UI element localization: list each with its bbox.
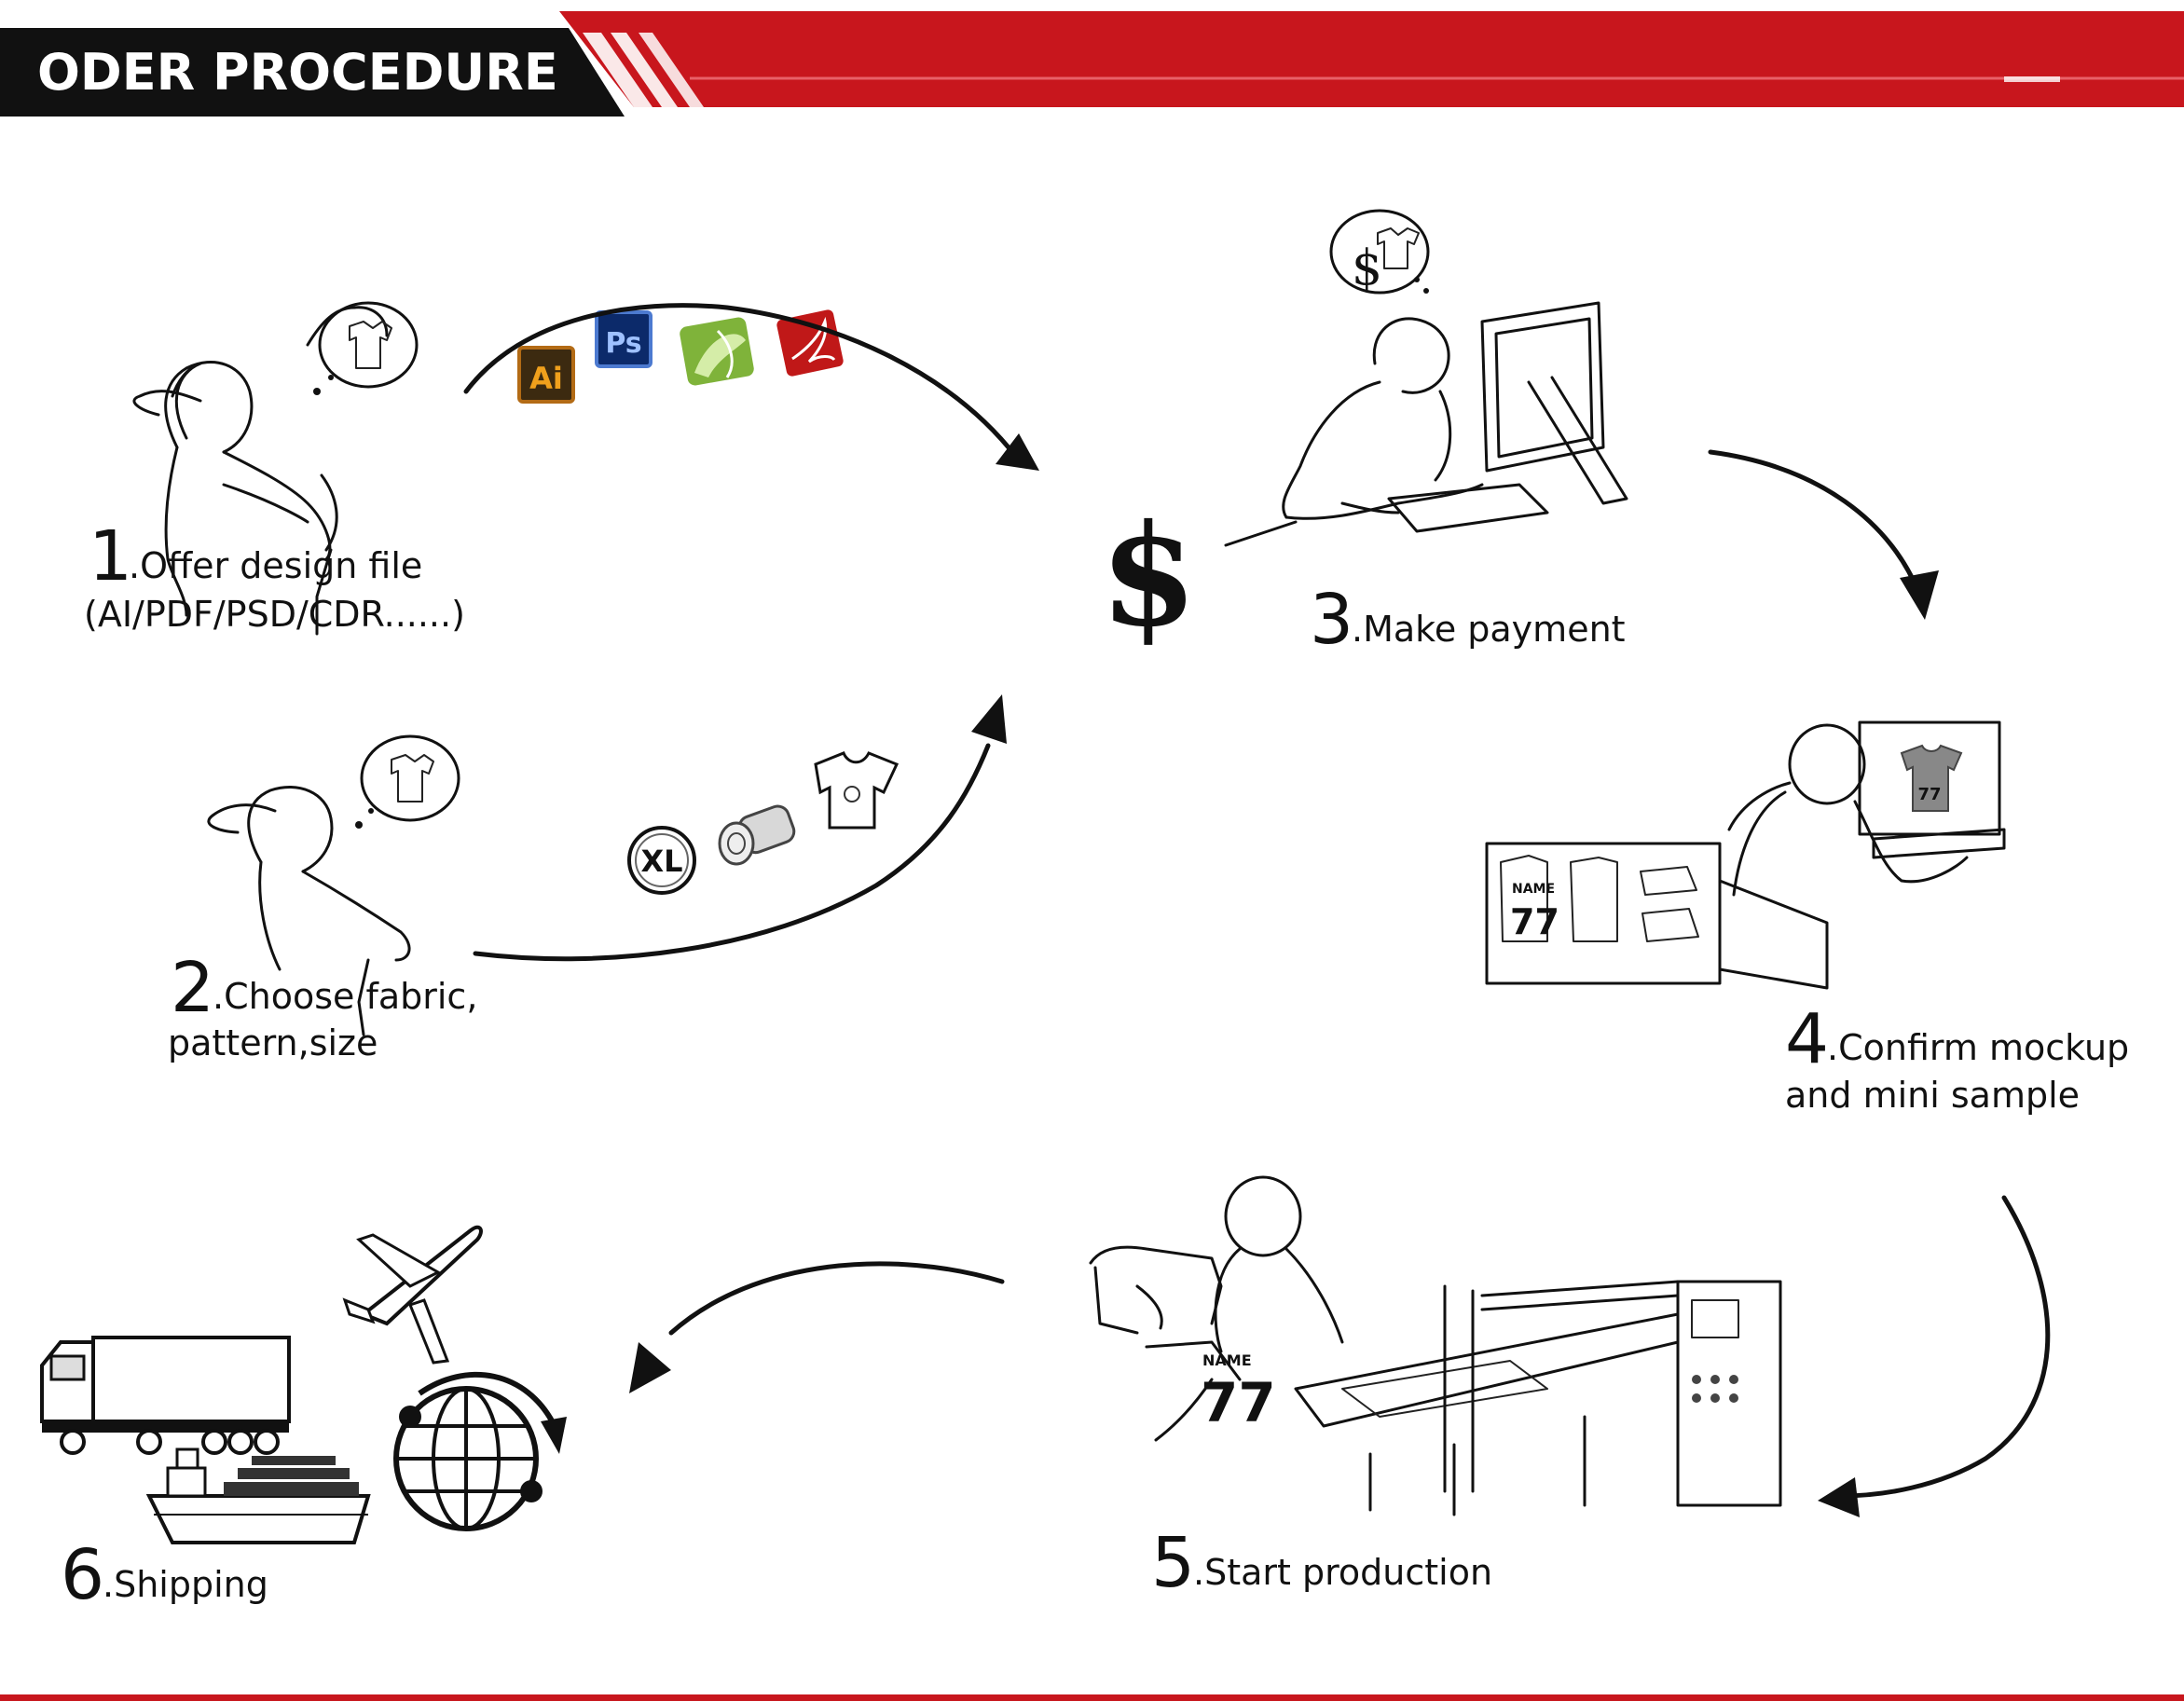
arrow-step5-to-step6 <box>629 1261 1005 1393</box>
fabric-roll-icon <box>718 804 796 866</box>
ai-file-icon: Ai <box>517 346 575 404</box>
step3-title: .Make payment <box>1352 609 1626 650</box>
step3-number: 3 <box>1310 580 1353 660</box>
arrow-step2-to-step3 <box>473 694 1007 962</box>
truck-icon <box>40 1336 291 1455</box>
step4-title: .Confirm mockup <box>1827 1027 2129 1068</box>
step5-label: 5 .Start production <box>1151 1523 1492 1603</box>
printer-control-unit <box>1676 1280 1782 1507</box>
step6-label: 6 .Shipping <box>61 1535 268 1615</box>
step2-title: .Choose fabric, <box>213 976 477 1017</box>
svg-text:$: $ <box>1352 240 1382 296</box>
arrow-step1-to-step3 <box>463 303 1039 471</box>
step1-number: 1 <box>89 516 132 597</box>
ai-icon-label: Ai <box>529 361 563 396</box>
arrow-step3-to-step4 <box>1708 449 1939 620</box>
step1-person-figure <box>132 301 419 636</box>
airplane-icon <box>342 1225 483 1365</box>
globe-icon <box>393 1371 567 1531</box>
tshirt-icon <box>814 751 900 830</box>
header-black-tab <box>0 28 625 117</box>
step1-formats: (AI/PDF/PSD/CDR......) <box>84 594 465 635</box>
step3-pointer-line <box>1224 520 1298 547</box>
size-badge-label: XL <box>640 844 682 879</box>
mockup-board <box>1485 842 1722 985</box>
step3-label: 3 .Make payment <box>1310 580 1626 660</box>
step4-subtitle: and mini sample <box>1785 1075 2080 1116</box>
footer-red-line <box>0 1694 2184 1701</box>
mockup-jersey-name: NAME <box>1512 882 1555 897</box>
mockup-jersey-number: 77 <box>1510 901 1559 942</box>
step2-number: 2 <box>171 948 214 1028</box>
ps-icon-label: Ps <box>605 327 641 360</box>
step6-title: .Shipping <box>103 1564 268 1605</box>
pdf-icon <box>776 309 844 377</box>
step1-label: 1 .Offer design file (AI/PDF/PSD/CDR....… <box>84 516 465 635</box>
step5-production-scene: NAME 77 <box>1089 1175 1782 1516</box>
step4-mockup-scene: NAME 77 77 <box>1485 720 2006 990</box>
production-jersey-name: NAME <box>1202 1351 1252 1369</box>
printer-bed <box>1294 1312 1680 1428</box>
step1-title: .Offer design file <box>129 545 422 586</box>
corel-draw-icon <box>680 317 754 386</box>
production-jersey-number: 77 <box>1201 1371 1276 1434</box>
cargo-ship-icon <box>145 1447 371 1544</box>
step3-person-computer: $ <box>1282 209 1628 533</box>
step2-subtitle: pattern,size <box>168 1022 378 1063</box>
header-red-bar <box>559 11 2184 107</box>
step2-person-figure <box>207 734 460 1036</box>
step5-number: 5 <box>1151 1523 1195 1603</box>
size-xl-icon: XL <box>627 826 696 895</box>
arrow-step4-to-step5 <box>1818 1195 2051 1517</box>
screen-jersey-number: 77 <box>1917 785 1941 804</box>
step5-title: .Start production <box>1193 1552 1492 1593</box>
step6-number: 6 <box>61 1535 104 1615</box>
ps-file-icon: Ps <box>595 310 652 368</box>
step4-number: 4 <box>1785 999 1829 1079</box>
step2-label: 2 .Choose fabric, pattern,size <box>168 948 477 1063</box>
page-title: ODER PROCEDURE <box>37 43 558 102</box>
step4-label: 4 .Confirm mockup and mini sample <box>1785 999 2129 1116</box>
dollar-sign-icon: $ <box>1100 494 1197 658</box>
